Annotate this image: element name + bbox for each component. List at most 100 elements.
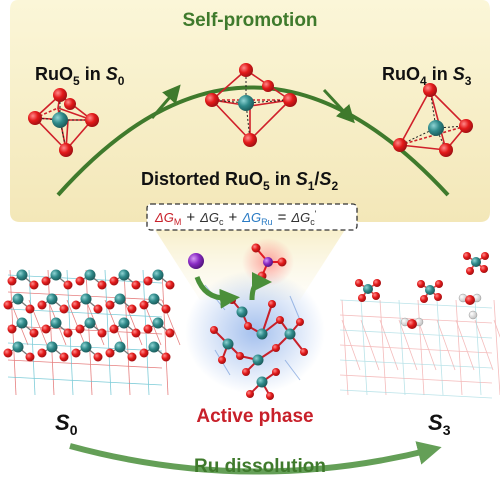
oxygen-atom xyxy=(59,143,73,157)
distorted-ruo5-atoms xyxy=(205,63,297,147)
oxygen-atom xyxy=(41,324,51,334)
oxygen-atom xyxy=(435,280,443,288)
left-arrow-icon xyxy=(150,84,181,119)
ruthenium-atom xyxy=(118,269,130,281)
oxygen-atom xyxy=(37,348,47,358)
oxygen-atom xyxy=(37,300,47,310)
oxygen-atom xyxy=(59,352,69,362)
oxygen-atom xyxy=(41,276,51,286)
oxygen-atom xyxy=(29,328,39,338)
ruthenium-atom xyxy=(114,341,126,353)
oxygen-atom xyxy=(127,304,137,314)
hydrogen-atom xyxy=(468,310,478,320)
ruthenium-atom xyxy=(84,317,96,329)
oxygen-atom xyxy=(105,300,115,310)
oxygen-atom xyxy=(3,300,13,310)
ruthenium-atom xyxy=(148,341,160,353)
ruthenium-atom xyxy=(236,306,248,318)
oxygen-atom xyxy=(7,276,17,286)
ruthenium-atom xyxy=(152,317,164,329)
oxygen-atom xyxy=(3,348,13,358)
ruthenium-atom xyxy=(118,317,130,329)
oxygen-atom xyxy=(143,276,153,286)
oxygen-atom xyxy=(29,280,39,290)
oxygen-atom xyxy=(407,319,417,329)
ruo5-left-atoms xyxy=(28,88,99,157)
left-structure-label: RuO5 in S0 xyxy=(35,64,125,88)
oxygen-atom xyxy=(25,352,35,362)
incorporation-arrow-icon xyxy=(194,276,240,309)
oxygen-atom xyxy=(75,324,85,334)
ruthenium-atom xyxy=(284,328,296,340)
oxygen-atom xyxy=(463,252,471,260)
ruthenium-atom xyxy=(52,112,68,128)
oxygen-atom xyxy=(59,304,69,314)
oxygen-atom xyxy=(85,113,99,127)
oxygen-atom xyxy=(355,279,363,287)
right-arrow-icon xyxy=(322,88,355,124)
ruthenium-atom xyxy=(12,293,24,305)
oxygen-atom xyxy=(296,318,304,326)
oxygen-atom xyxy=(466,267,474,275)
oxygen-atom xyxy=(161,304,171,314)
oxygen-atom xyxy=(480,265,488,273)
oxygen-atom xyxy=(139,300,149,310)
active-phase-cluster xyxy=(185,238,325,400)
energy-equation: ΔGM+ΔGc+ΔGRu=ΔGc' xyxy=(154,209,317,227)
oxygen-atom xyxy=(465,295,475,305)
s3-label: S3 xyxy=(428,410,451,438)
oxygen-atom xyxy=(93,304,103,314)
ruthenium-atom xyxy=(238,95,254,111)
oxygen-atom xyxy=(272,368,280,376)
oxygen-atom xyxy=(300,348,308,356)
oxygen-atom xyxy=(459,119,473,133)
oxygen-atom xyxy=(139,348,149,358)
oxygen-atom xyxy=(210,326,218,334)
ruthenium-atom xyxy=(46,341,58,353)
oxygen-atom xyxy=(373,279,381,287)
equation-border xyxy=(146,203,358,231)
oxygen-atom xyxy=(434,293,442,301)
oxygen-atom xyxy=(64,98,76,110)
s0-label: S0 xyxy=(55,410,78,438)
oxygen-atom xyxy=(131,280,141,290)
oxygen-atom xyxy=(218,356,226,364)
oxygen-atom xyxy=(75,276,85,286)
oxygen-atom xyxy=(276,316,284,324)
oxygen-atom xyxy=(28,111,42,125)
ruo4-atoms xyxy=(393,83,473,157)
oxygen-atom xyxy=(439,143,453,157)
ruthenium-atom xyxy=(16,317,28,329)
oxygen-atom xyxy=(420,295,428,303)
oxygen-atom xyxy=(262,80,274,92)
oxygen-atom xyxy=(372,292,380,300)
oxygen-atom xyxy=(63,328,73,338)
oxygen-atom xyxy=(161,352,171,362)
oxygen-atom xyxy=(243,133,257,147)
oxygen-atom xyxy=(283,93,297,107)
right-structure-label: RuO4 in S3 xyxy=(382,64,472,88)
ru-dissolution-arrow xyxy=(69,441,442,475)
oxygen-atom xyxy=(423,83,437,97)
ruthenium-atom xyxy=(84,269,96,281)
active-phase-label: Active phase xyxy=(196,406,313,427)
oxygen-atom xyxy=(109,324,119,334)
ruthenium-atom xyxy=(152,269,164,281)
ruthenium-atom xyxy=(363,284,373,294)
oxygen-atom xyxy=(246,390,254,398)
oxygen-atom xyxy=(257,271,267,281)
oxygen-atom xyxy=(97,280,107,290)
oxygen-atom xyxy=(143,324,153,334)
oxygen-atom xyxy=(165,280,175,290)
ruthenium-atom xyxy=(428,120,444,136)
metal-dopant-atom xyxy=(188,253,204,269)
oxygen-atom xyxy=(277,257,287,267)
oxygen-atom xyxy=(127,352,137,362)
ruthenium-atom xyxy=(471,257,481,267)
ruthenium-atom xyxy=(256,376,268,388)
panel-title: Self-promotion xyxy=(182,10,317,31)
ruthenium-atom xyxy=(12,341,24,353)
ruthenium-atom xyxy=(46,293,58,305)
release-arrow-icon xyxy=(249,272,272,301)
